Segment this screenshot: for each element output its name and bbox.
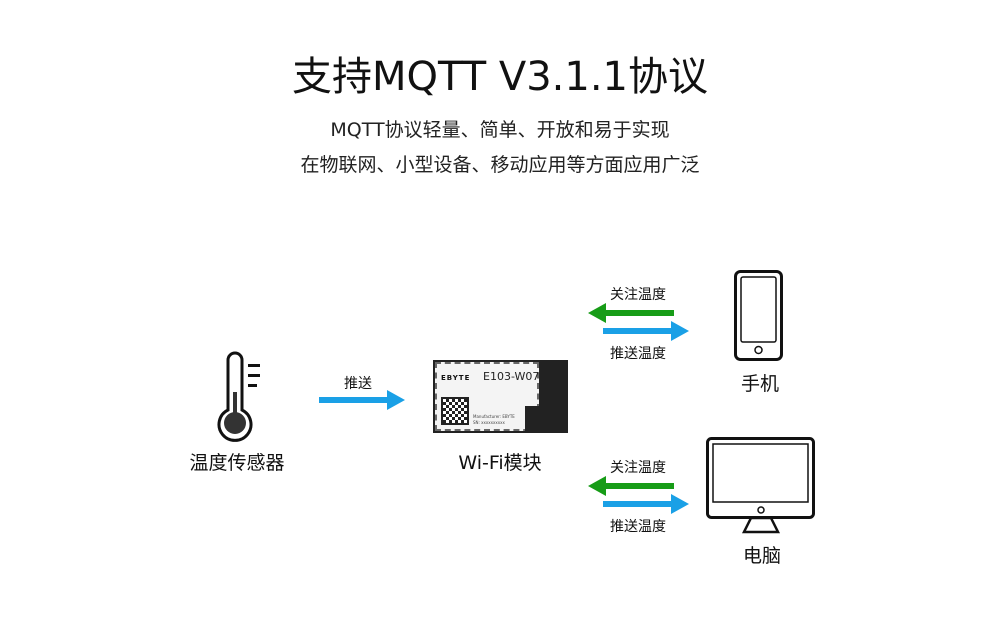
module-label: Wi-Fi模块 xyxy=(458,452,542,474)
subtitle-line-1: MQTT协议轻量、简单、开放和易于实现 xyxy=(330,119,670,141)
pc-follow-label: 关注温度 xyxy=(610,460,666,476)
pc-push-arrow xyxy=(603,494,689,514)
push-label: 推送 xyxy=(344,376,372,392)
push-arrow xyxy=(319,390,405,410)
pc-follow-arrow xyxy=(588,476,674,496)
monitor-icon xyxy=(706,437,815,534)
module-model: E103-W07 xyxy=(483,370,540,383)
phone-label: 手机 xyxy=(740,373,780,395)
phone-follow-label: 关注温度 xyxy=(610,287,666,303)
phone-follow-arrow xyxy=(588,303,674,323)
smartphone-icon xyxy=(734,270,783,361)
phone-push-arrow xyxy=(603,321,689,341)
sensor-label: 温度传感器 xyxy=(189,452,285,474)
qr-code-icon xyxy=(441,397,469,425)
wifi-module-image: EBYTE E103-W07 Manufacturer: EBYTE SN: x… xyxy=(433,360,568,433)
pc-push-label: 推送温度 xyxy=(610,519,666,535)
thermometer-icon xyxy=(217,351,260,442)
pc-label: 电脑 xyxy=(742,545,782,567)
subtitle-line-2: 在物联网、小型设备、移动应用等方面应用广泛 xyxy=(300,154,700,176)
phone-push-label: 推送温度 xyxy=(610,346,666,362)
module-manufacturer: Manufacturer: EBYTE xyxy=(473,414,515,419)
module-brand: EBYTE xyxy=(441,374,471,382)
page-title: 支持MQTT V3.1.1协议 xyxy=(291,54,709,100)
module-sn: SN: xxxxxxxxxx xyxy=(473,420,505,425)
